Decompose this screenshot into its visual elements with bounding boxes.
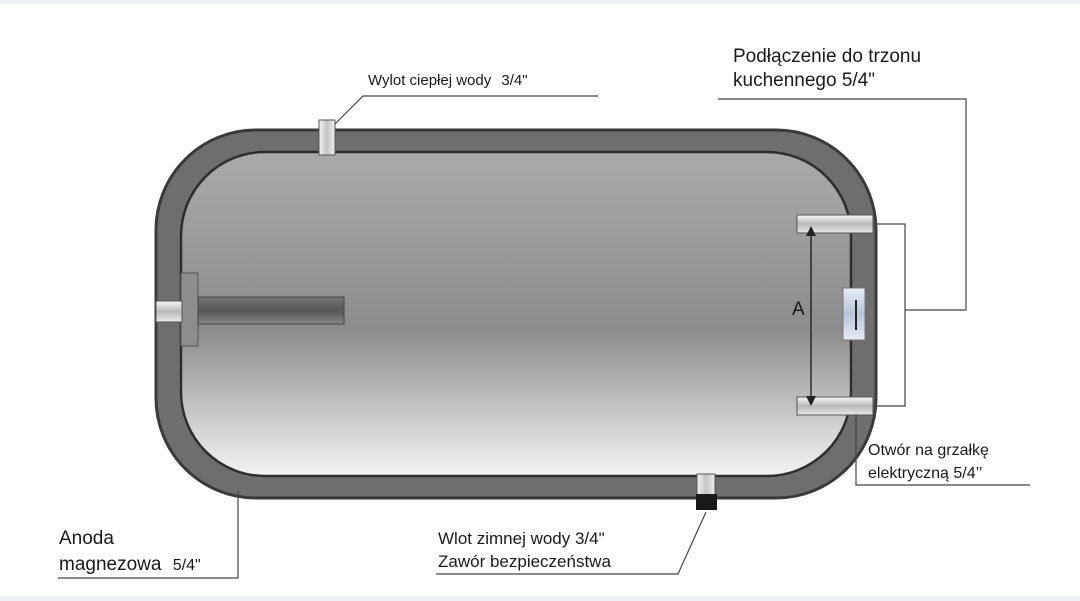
cold-water-inlet-line2: Zawór bezpieczeństwa bbox=[438, 552, 611, 571]
heater-hole-line2: elektryczną 5/4’’ bbox=[868, 465, 983, 482]
hot-water-leader-line bbox=[334, 95, 598, 125]
stove-connection-leader-line bbox=[873, 223, 906, 407]
heater-opening bbox=[842, 287, 866, 341]
anode-flange bbox=[180, 272, 199, 347]
heater-hole-line1: Otwór na grzałkę bbox=[868, 442, 989, 459]
dimension-a-arrow-top bbox=[806, 226, 816, 236]
heater-hole-leader-line bbox=[855, 414, 1030, 486]
heater-hole-label: Otwór na grzałkę elektryczną 5/4’’ bbox=[868, 439, 989, 485]
stove-connection-line2: kuchennego 5/4" bbox=[733, 70, 875, 91]
hot-water-outlet-label: Wylot ciepłej wody 3/4" bbox=[368, 72, 528, 89]
safety-valve bbox=[696, 494, 717, 510]
stove-connection-leader-line-2 bbox=[718, 98, 967, 311]
hot-water-outlet-text: Wylot ciepłej wody bbox=[368, 72, 492, 89]
cold-water-inlet-line1: Wlot zimnej wody 3/4" bbox=[438, 529, 605, 548]
stove-connection-line1: Podłączenie do trzonu bbox=[733, 46, 922, 67]
magnesium-anode-label: Anoda magnezowa 5/4" bbox=[59, 526, 201, 579]
stove-pipe-top bbox=[796, 214, 874, 234]
magnesium-anode-line1: Anoda bbox=[59, 528, 114, 549]
anode-rod bbox=[197, 296, 345, 325]
anode-stub bbox=[155, 300, 183, 323]
dimension-a-arrow-bottom bbox=[806, 396, 816, 406]
stove-connection-label: Podłączenie do trzonu kuchennego 5/4" bbox=[733, 45, 921, 93]
anode-leader-line bbox=[58, 491, 239, 579]
magnesium-anode-size: 5/4" bbox=[172, 557, 201, 574]
cold-water-leader-line bbox=[436, 511, 707, 575]
hot-water-outlet-size: 3/4" bbox=[501, 72, 528, 89]
magnesium-anode-line2: magnezowa bbox=[59, 554, 162, 575]
cold-water-inlet-pipe bbox=[696, 473, 716, 497]
cold-water-inlet-label: Wlot zimnej wody 3/4" Zawór bezpieczeńst… bbox=[438, 527, 611, 573]
dimension-a-label: A bbox=[792, 299, 805, 320]
hot-water-outlet-pipe bbox=[318, 119, 336, 156]
